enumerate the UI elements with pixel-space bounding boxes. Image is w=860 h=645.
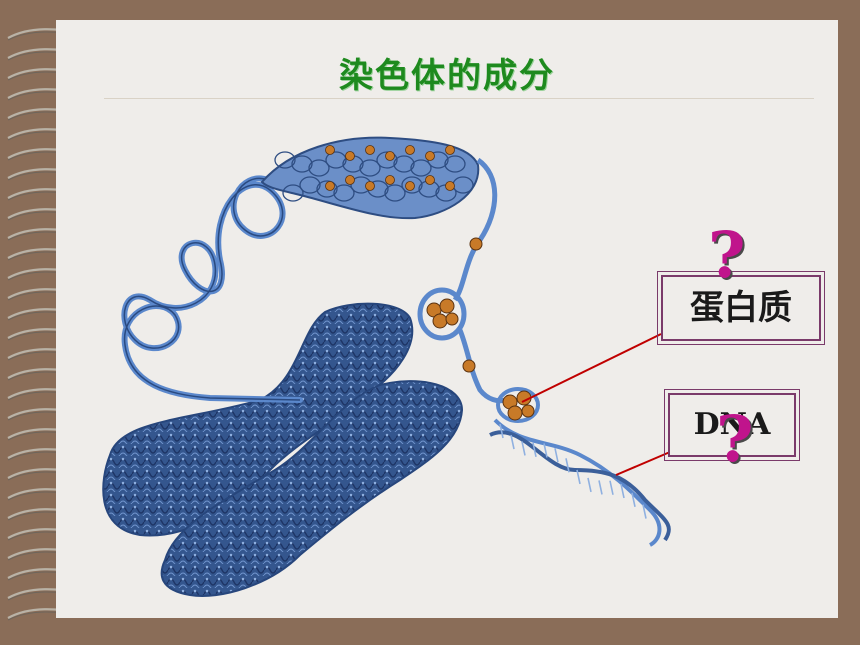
nucleosome-bead xyxy=(469,237,483,251)
fiber-loop xyxy=(333,184,355,202)
chromatin-coil-left xyxy=(121,175,303,403)
condensed-fiber xyxy=(260,136,480,220)
fiber-nucleosome xyxy=(445,181,455,191)
fiber-loop xyxy=(274,151,296,169)
fiber-loop xyxy=(376,151,398,169)
helix-rung xyxy=(521,441,526,456)
helix-rung xyxy=(499,423,504,439)
fiber-nucleosome xyxy=(365,181,375,191)
fiber-loop xyxy=(384,184,406,202)
fiber-nucleosome xyxy=(405,181,415,191)
fiber-nucleosome xyxy=(345,175,355,185)
fiber-loop xyxy=(325,151,347,169)
helix-rung xyxy=(587,477,592,493)
helix-rung xyxy=(609,480,614,495)
helix-rung xyxy=(543,443,548,458)
fiber-nucleosome xyxy=(365,145,375,155)
fiber-nucleosome xyxy=(325,181,335,191)
x-chromosome xyxy=(102,302,464,597)
fiber-nucleosome xyxy=(425,175,435,185)
fiber-loop xyxy=(444,155,466,173)
fiber-nucleosome xyxy=(345,151,355,161)
pointer-line-protein xyxy=(521,333,662,403)
slide-title: 染色体的成分 xyxy=(339,56,555,96)
fiber-nucleosome xyxy=(445,145,455,155)
helix-rung xyxy=(598,480,603,495)
nucleosome-cluster-mid xyxy=(417,287,467,341)
fiber-loop xyxy=(282,184,304,202)
title-divider xyxy=(104,98,814,99)
fiber-nucleosome xyxy=(385,175,395,185)
fiber-nucleosome xyxy=(325,145,335,155)
pointer-line-dna xyxy=(615,451,671,476)
label-protein: 蛋白质 xyxy=(657,271,825,345)
helix-rung xyxy=(554,448,559,463)
fiber-loop xyxy=(316,180,338,198)
fiber-nucleosome xyxy=(405,145,415,155)
fiber-nucleosome xyxy=(385,151,395,161)
helix-rung xyxy=(510,434,515,450)
helix-rung xyxy=(642,504,647,519)
fiber-loop xyxy=(359,159,381,177)
nucleosome-highlight xyxy=(496,387,540,423)
helix-rung xyxy=(576,469,581,485)
chromatin-coil-left-outline xyxy=(123,177,301,401)
fiber-nucleosome xyxy=(425,151,435,161)
fiber-loop xyxy=(299,176,321,194)
fiber-loop xyxy=(410,159,432,177)
nucleosome-bead xyxy=(462,359,476,373)
helix-rung xyxy=(620,483,625,499)
helix-rung xyxy=(631,492,636,507)
fiber-loop xyxy=(401,176,423,194)
dna-double-helix xyxy=(489,418,671,547)
chromatid-lower xyxy=(160,380,464,597)
question-mark-dna: ? xyxy=(716,402,754,477)
helix-rung xyxy=(565,458,570,473)
fiber-loop xyxy=(308,159,330,177)
fiber-loop xyxy=(291,155,313,173)
label-dna: DNA xyxy=(664,389,800,461)
question-mark-protein: ? xyxy=(708,218,746,293)
fiber-loop xyxy=(393,155,415,173)
helix-rung xyxy=(532,442,537,458)
